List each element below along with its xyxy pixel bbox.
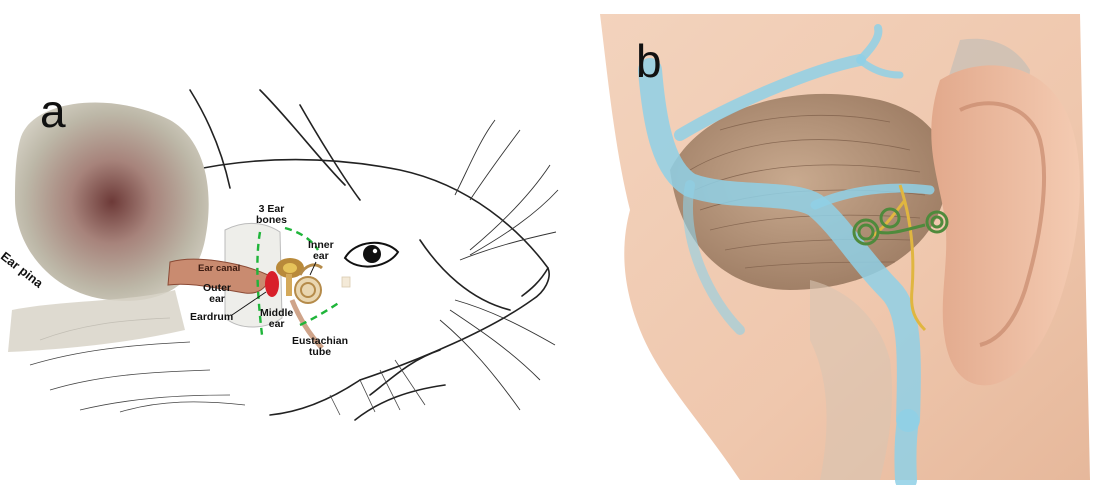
panel-letter-b: b xyxy=(636,38,662,84)
label-middle-ear: Middle ear xyxy=(260,308,293,330)
eardrum xyxy=(265,271,279,297)
whiskers xyxy=(440,120,558,410)
label-three-ear-bones: 3 Ear bones xyxy=(256,204,287,226)
panel-letter-a: a xyxy=(40,88,66,134)
label-outer-ear: Outer ear xyxy=(203,283,231,305)
panel-b-human-ear: b xyxy=(560,0,1106,485)
label-inner-ear: Inner ear xyxy=(308,240,334,262)
label-ear-canal: Ear canal xyxy=(198,264,240,274)
label-eustachian-tube: Eustachian tube xyxy=(292,336,348,358)
label-eardrum: Eardrum xyxy=(190,312,233,323)
mouse-head-illustration xyxy=(0,0,560,485)
panel-a-mouse-ear: a Ear pina 3 Ear bones Inner ear Ear can… xyxy=(0,0,560,485)
mouse-eye xyxy=(345,243,398,267)
ear-pinna xyxy=(8,103,209,352)
